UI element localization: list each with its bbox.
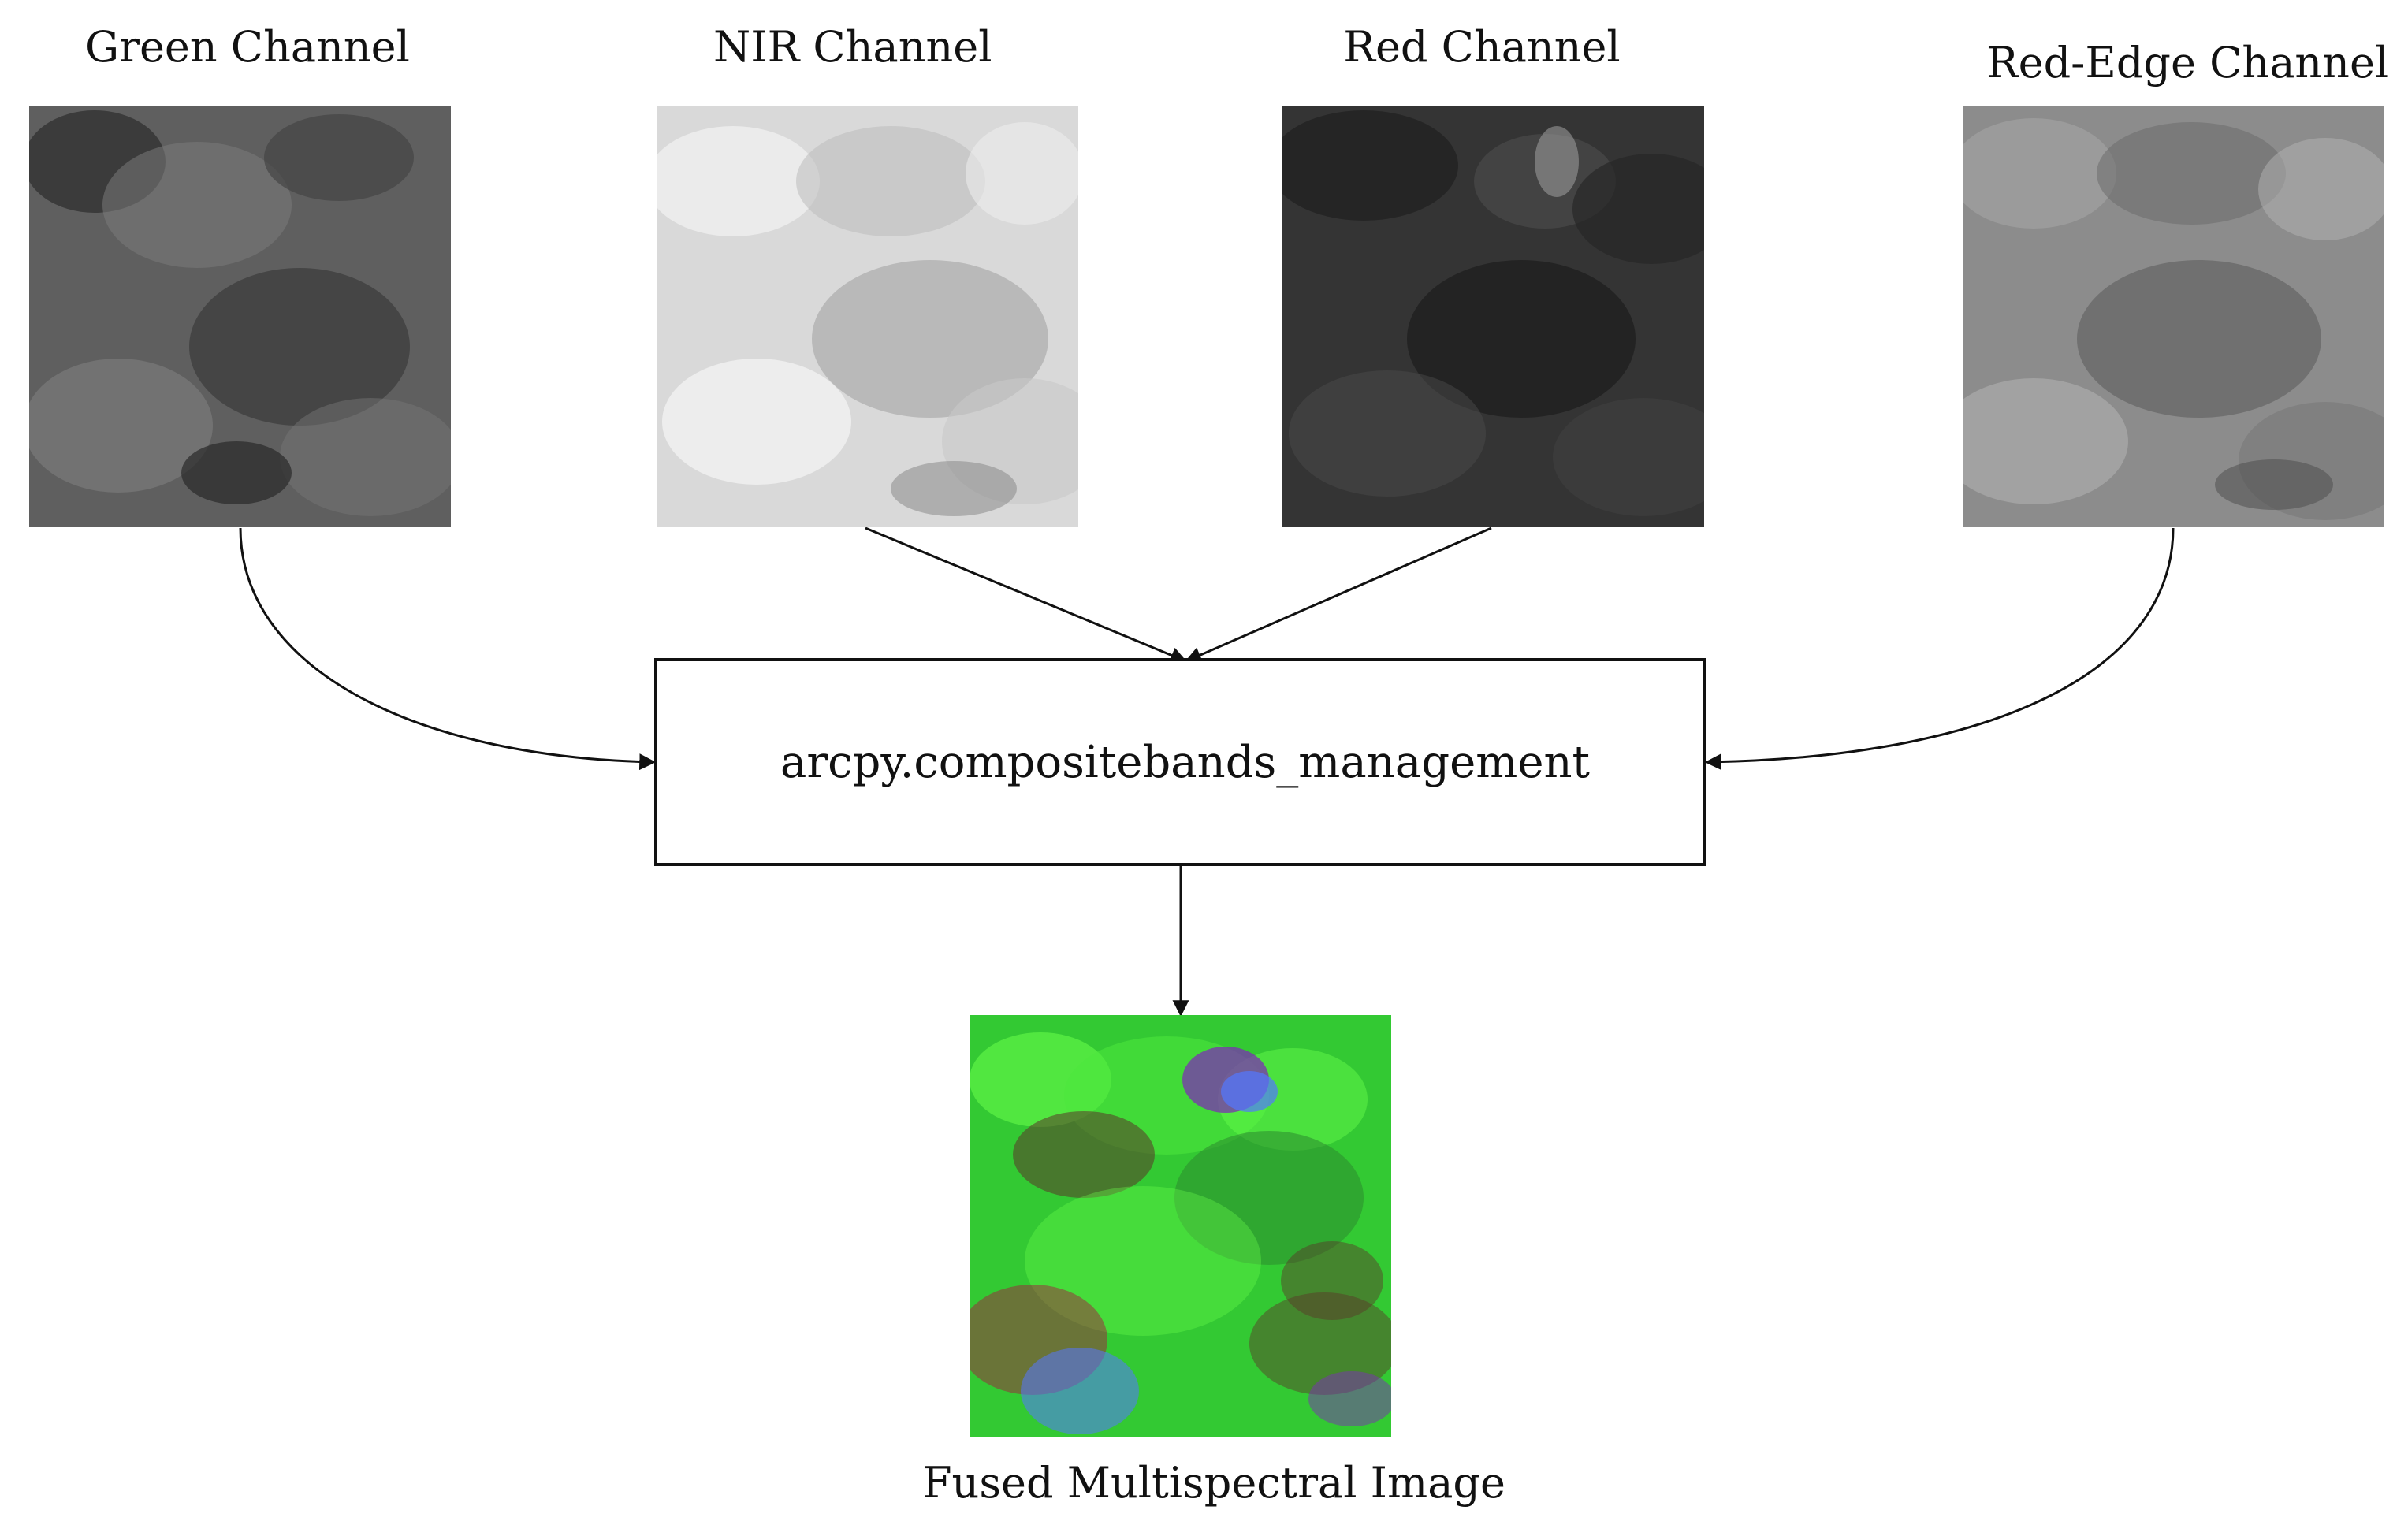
process-label: arcpy.compositebands_management	[780, 737, 1591, 788]
red-edge-channel-label: Red-Edge Channel	[1986, 38, 2389, 87]
red-edge-channel-connector	[1704, 527, 2175, 771]
red-channel-connector	[1185, 526, 1492, 663]
fused-multispectral-image	[970, 1015, 1391, 1437]
nir-channel-connector	[865, 526, 1187, 664]
red-channel-image	[1282, 106, 1704, 527]
red-edge-channel-image	[1963, 106, 2384, 527]
fused-image-label: Fused Multispectral Image	[922, 1458, 1505, 1508]
green-channel-image	[29, 106, 451, 527]
composite-bands-process-box	[654, 658, 1706, 866]
nir-channel-image	[657, 106, 1078, 527]
nir-channel-label: NIR Channel	[713, 22, 992, 72]
green-channel-label: Green Channel	[85, 22, 410, 72]
green-channel-connector	[239, 527, 657, 771]
red-channel-label: Red Channel	[1343, 22, 1621, 72]
